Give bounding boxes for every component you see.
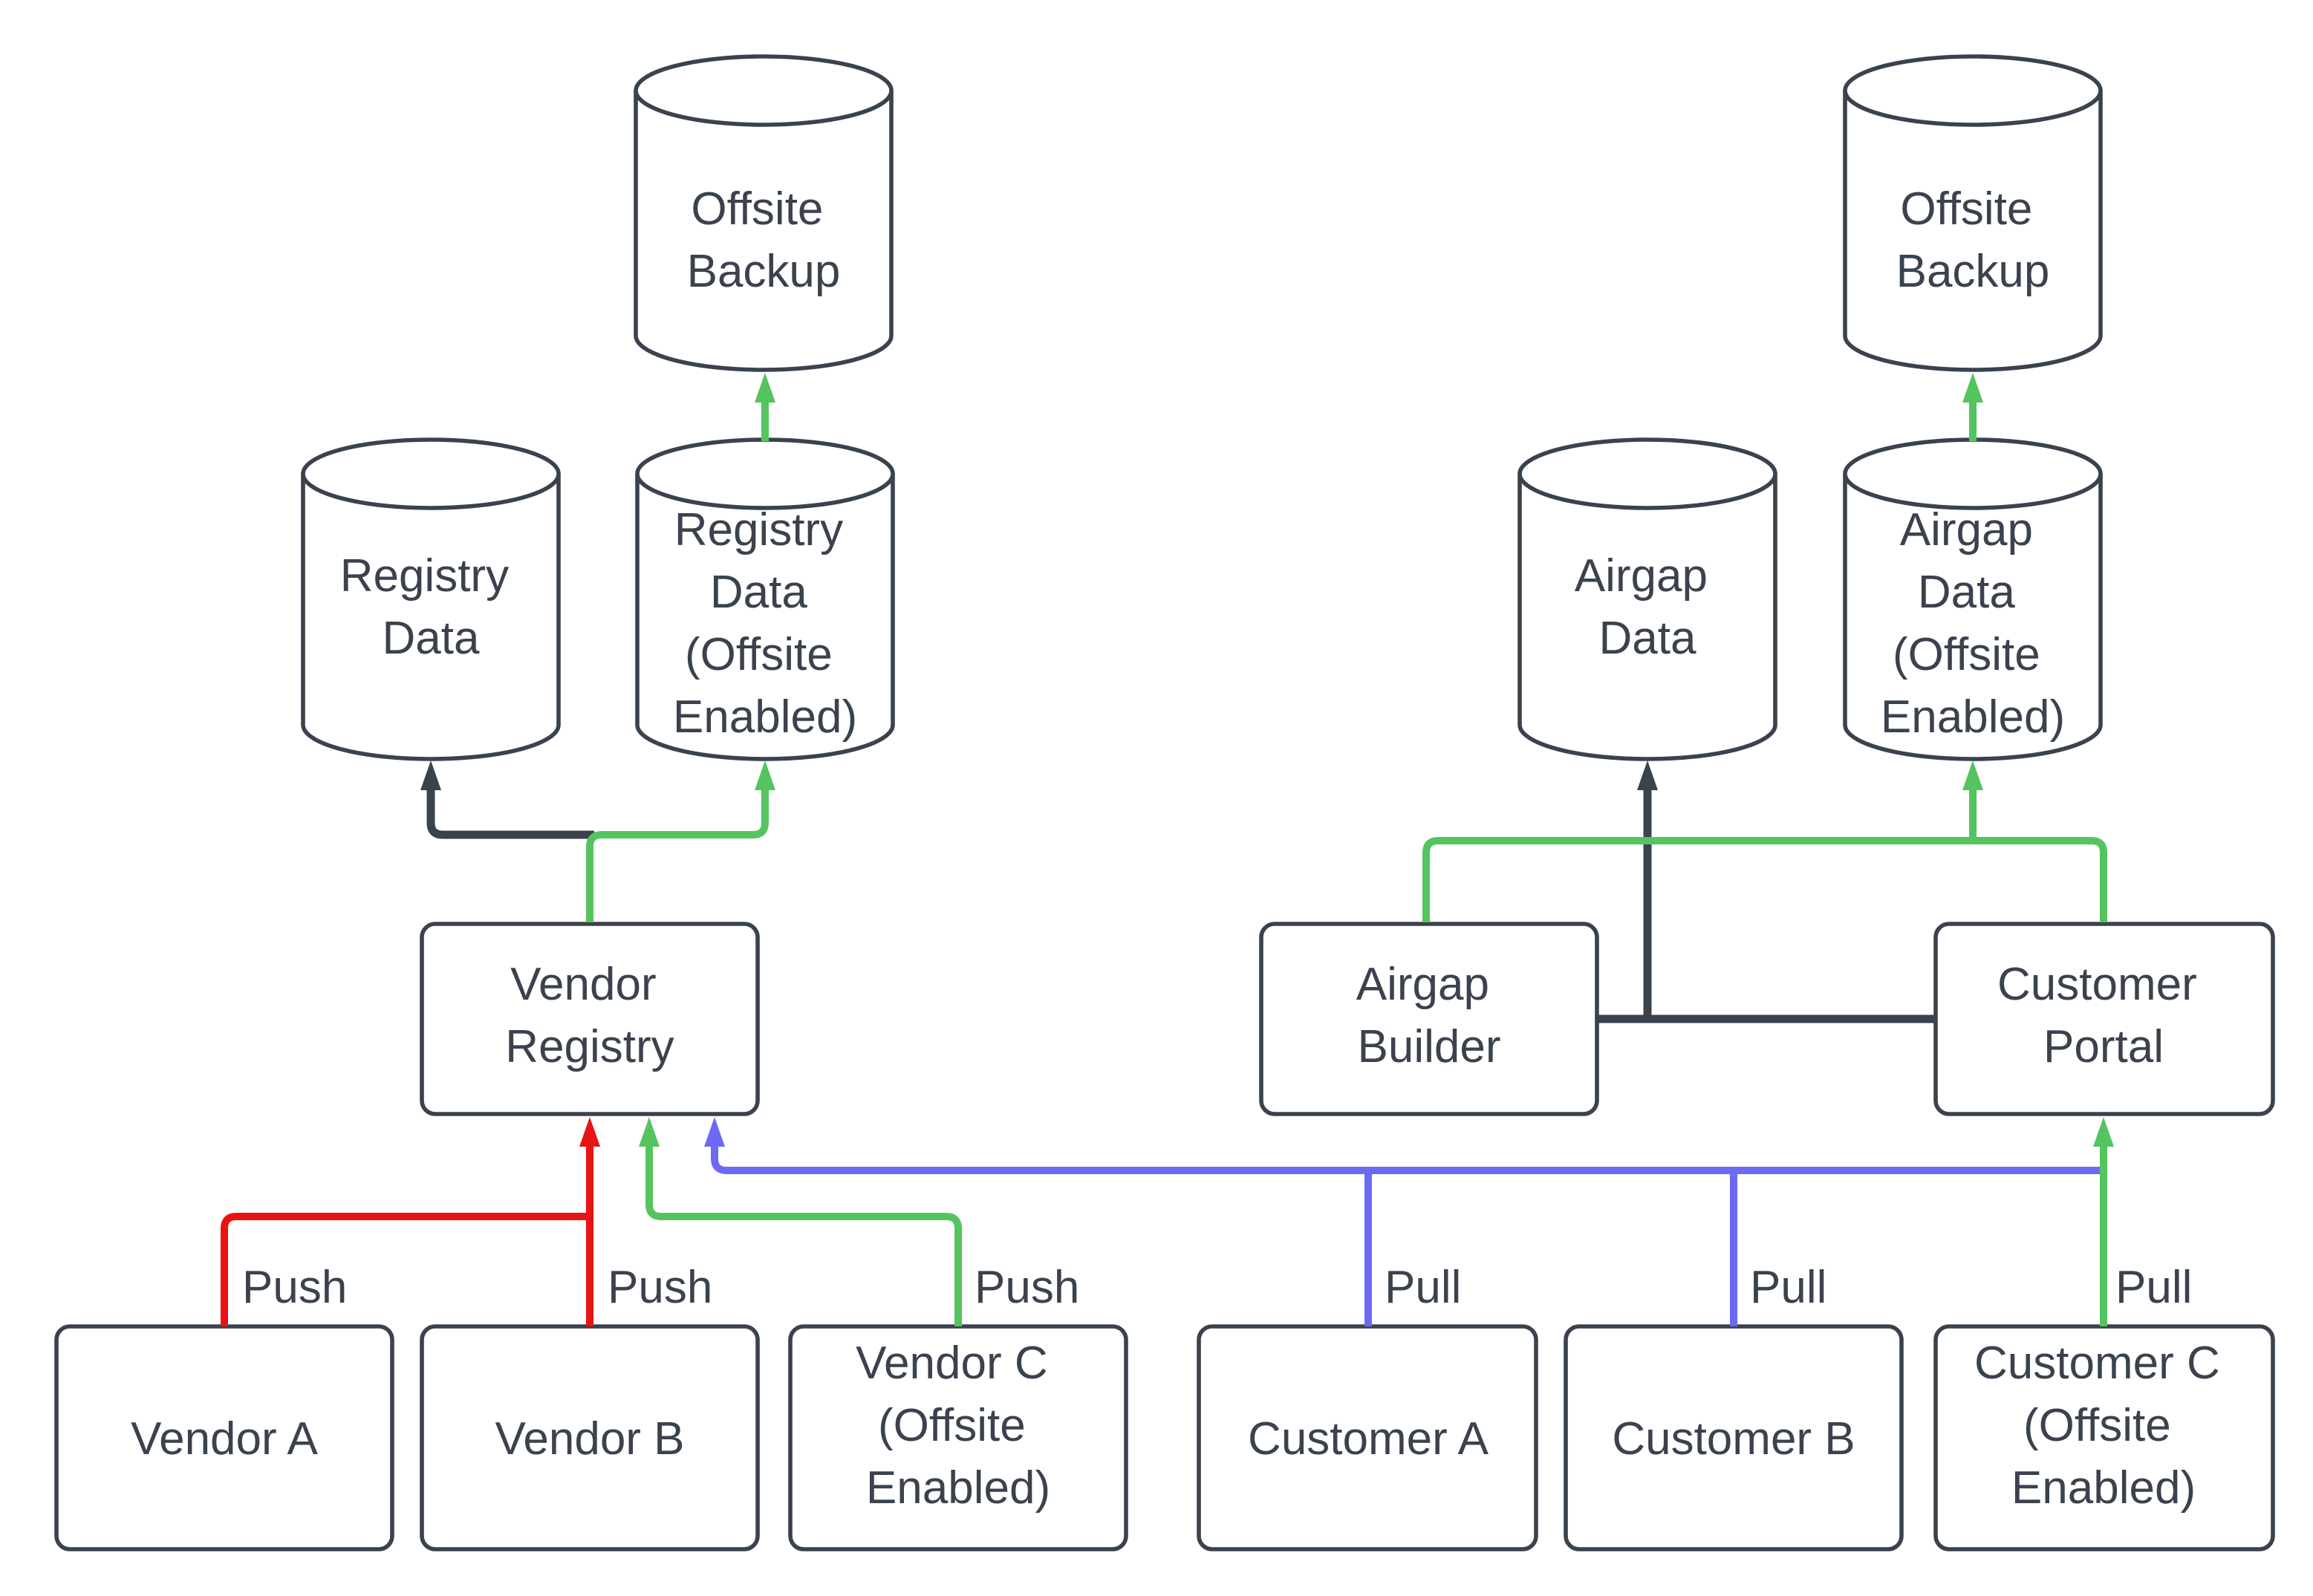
edge-registry-to-registry-data: [420, 760, 594, 839]
cylinder-registry-data: Registry Data: [301, 437, 561, 761]
box-label: Customer B: [1612, 1413, 1855, 1465]
cylinder-top: [1517, 437, 1777, 510]
arrowhead-up-icon: [639, 1117, 660, 1147]
cylinder-airgap-data-offsite: Airgap Data (Offsite Enabled): [1843, 437, 2103, 761]
edge-registry-data-offsite-to-offsite-backup: [755, 373, 775, 441]
cylinder-label: Airgap Data (Offsite Enabled): [1881, 504, 2065, 743]
box-customer-a: Customer A: [1197, 1324, 1538, 1551]
cylinder-body: [301, 474, 561, 761]
box-label: Vendor Registry: [505, 959, 674, 1072]
cylinder-offsite-backup-right: Offsite Backup: [1843, 54, 2103, 372]
cylinder-top: [1843, 437, 2103, 510]
edge-label-push-vendor-a: Push: [242, 1262, 347, 1313]
box-outline: [420, 922, 760, 1116]
cylinder-body: [635, 474, 895, 761]
box-airgap-builder: Airgap Builder: [1259, 922, 1599, 1116]
edge-customer-a-b-pull: [704, 1117, 2101, 1326]
cylinder-top: [301, 437, 561, 510]
box-customer-portal: Customer Portal: [1933, 922, 2275, 1116]
edge-label-pull-customer-b: Pull: [1750, 1262, 1826, 1313]
box-label: Customer C (Offsite Enabled): [1974, 1338, 2233, 1514]
edge-vendor-a-b-push: [221, 1117, 600, 1326]
arrowhead-up-icon: [755, 373, 775, 403]
cylinder-airgap-data: Airgap Data: [1517, 437, 1777, 761]
box-label: Airgap Builder: [1356, 959, 1502, 1072]
edge-line: [711, 1147, 2101, 1174]
cylinder-offsite-backup-left: Offsite Backup: [634, 54, 894, 372]
arrowhead-up-icon: [1962, 373, 1983, 403]
box-label: Vendor A: [131, 1413, 318, 1465]
cylinder-body: [1517, 474, 1777, 761]
edge-registry-to-registry-data-offsite: [586, 760, 775, 922]
edge-label-pull-customer-a: Pull: [1385, 1262, 1461, 1313]
cylinder-top: [634, 54, 894, 127]
cylinder-label: Airgap Data: [1575, 550, 1720, 664]
box-vendor-b: Vendor B: [420, 1324, 760, 1551]
box-vendor-registry: Vendor Registry: [420, 922, 760, 1116]
box-vendor-c: Vendor C (Offsite Enabled): [788, 1324, 1128, 1551]
box-customer-b: Customer B: [1564, 1324, 1904, 1551]
edge-portal-builder-to-airgap-data-offsite: [1422, 760, 2107, 922]
arrowhead-up-icon: [1962, 760, 1983, 790]
edge-label-push-vendor-b: Push: [608, 1262, 712, 1313]
edge-line: [1422, 837, 2107, 922]
cylinder-top: [1843, 54, 2103, 127]
cylinder-body: [634, 91, 894, 372]
cylinder-top: [635, 437, 895, 510]
cylinder-label: Registry Data: [340, 550, 522, 664]
cylinder-label: Offsite Backup: [687, 183, 841, 297]
edge-label-push-vendor-c: Push: [975, 1262, 1079, 1313]
arrowhead-up-icon: [755, 760, 775, 790]
edge-line: [645, 1147, 962, 1326]
arrowhead-up-icon: [1637, 760, 1658, 790]
box-outline: [1259, 922, 1599, 1116]
box-vendor-a: Vendor A: [54, 1324, 394, 1551]
arrowhead-up-icon: [579, 1117, 600, 1147]
cylinder-label: Offsite Backup: [1896, 183, 2050, 297]
edge-line: [221, 1213, 590, 1326]
box-label: Vendor B: [495, 1413, 684, 1465]
edge-line: [586, 790, 769, 922]
arrowhead-up-icon: [704, 1117, 725, 1147]
edge-label-pull-customer-c: Pull: [2115, 1262, 2192, 1313]
box-outline: [1933, 922, 2275, 1116]
edge-line: [426, 790, 594, 839]
cylinder-body: [1843, 91, 2103, 372]
arrowhead-up-icon: [2093, 1117, 2114, 1147]
edge-builder-portal-to-airgap-data: [1597, 760, 1936, 1023]
edge-customer-c-pull: [2093, 1117, 2114, 1326]
edge-airgap-data-offsite-to-offsite-backup: [1962, 373, 1983, 441]
cylinder-body: [1843, 474, 2103, 761]
box-customer-c: Customer C (Offsite Enabled): [1933, 1324, 2275, 1551]
arrowhead-up-icon: [420, 760, 441, 790]
cylinder-registry-data-offsite: Registry Data (Offsite Enabled): [635, 437, 895, 761]
box-label: Customer A: [1248, 1413, 1489, 1465]
cylinder-label: Registry Data (Offsite Enabled): [673, 504, 857, 743]
edge-vendor-c-push: [639, 1117, 962, 1326]
box-label: Customer Portal: [1997, 959, 2210, 1072]
box-label: Vendor C (Offsite Enabled): [856, 1338, 1061, 1514]
